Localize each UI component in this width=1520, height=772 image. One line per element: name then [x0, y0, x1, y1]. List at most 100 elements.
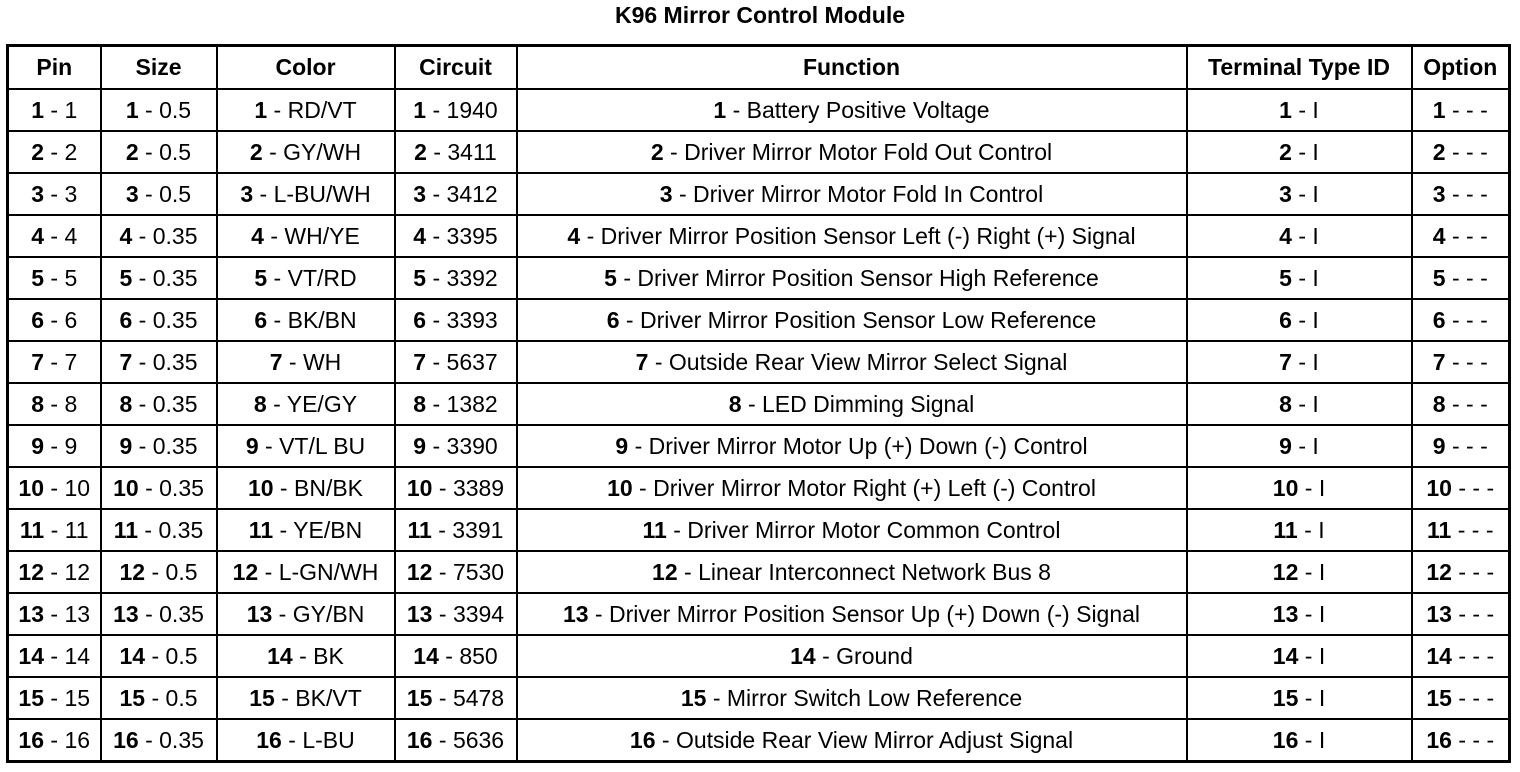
circuit-cell-value: 3390: [446, 432, 498, 459]
cavity-number: 9: [31, 432, 45, 459]
function-cell-value: LED Dimming Signal: [762, 390, 975, 417]
terminal-type-cell-value: I: [1312, 222, 1319, 249]
function-cell-value: Linear Interconnect Network Bus 8: [698, 558, 1051, 585]
cavity-number: 14: [413, 642, 439, 669]
terminal-type-cell-value: I: [1318, 684, 1326, 711]
function-cell: 3 - Driver Mirror Motor Fold In Control: [515, 172, 1188, 216]
pin-cell-value: 11: [64, 516, 89, 543]
size-cell: 16 - 0.35: [99, 718, 218, 763]
option-cell: 8 - - -: [1410, 382, 1511, 426]
pin-cell: 5 - 5: [6, 256, 102, 300]
size-cell: 3 - 0.5: [99, 172, 218, 216]
cavity-number: 13: [562, 600, 589, 627]
pin-cell: 7 - 7: [6, 340, 102, 384]
cavity-number: 7: [413, 348, 427, 375]
color-cell-value: VT/RD: [287, 264, 357, 291]
pin-cell: 13 - 13: [6, 592, 102, 636]
size-cell-value: 0.5: [159, 180, 192, 207]
option-cell: 16 - - -: [1410, 718, 1511, 763]
circuit-cell-value: 5637: [446, 348, 498, 375]
pin-cell: 14 - 14: [6, 634, 102, 678]
cavity-number: 5: [119, 264, 133, 291]
size-cell: 9 - 0.35: [99, 424, 218, 468]
function-cell-value: Driver Mirror Position Sensor Left (-) R…: [600, 222, 1136, 249]
color-cell: 9 - VT/L BU: [215, 424, 396, 468]
circuit-cell-value: 3392: [446, 264, 498, 291]
circuit-cell-value: 1382: [446, 390, 498, 417]
option-cell: 10 - - -: [1410, 466, 1511, 510]
cavity-number: 15: [680, 684, 707, 711]
cavity-number: 15: [1426, 684, 1452, 711]
cavity-number: 7: [119, 348, 133, 375]
pin-cell-value: 9: [64, 432, 78, 459]
function-cell: 2 - Driver Mirror Motor Fold Out Control: [515, 130, 1188, 174]
option-cell: 3 - - -: [1410, 172, 1511, 216]
cavity-number: 2: [249, 138, 263, 165]
cavity-number: 14: [267, 642, 293, 669]
color-cell-value: BN/BK: [294, 474, 364, 501]
color-cell-value: BK/BN: [287, 306, 357, 333]
function-cell-value: Driver Mirror Motor Fold Out Control: [684, 138, 1053, 165]
circuit-cell: 13 - 3394: [393, 592, 518, 636]
option-cell-value: - -: [1466, 180, 1488, 207]
function-cell: 5 - Driver Mirror Position Sensor High R…: [515, 256, 1188, 300]
cavity-number: 4: [567, 222, 581, 249]
terminal-type-cell-value: I: [1312, 306, 1319, 333]
cavity-number: 16: [629, 726, 656, 753]
size-cell: 1 - 0.5: [99, 88, 218, 132]
color-cell: 13 - GY/BN: [215, 592, 396, 636]
cavity-number: 6: [1432, 306, 1446, 333]
terminal-type-cell-value: I: [1312, 180, 1319, 207]
cavity-number: 12: [406, 558, 433, 585]
cavity-number: 13: [406, 600, 433, 627]
terminal-type-cell-value: I: [1312, 96, 1319, 123]
cavity-number: 4: [1432, 222, 1446, 249]
terminal-type-cell-value: I: [1318, 726, 1326, 753]
cavity-number: 2: [31, 138, 45, 165]
cavity-number: 7: [1279, 348, 1292, 375]
terminal-type-cell: 12 - I: [1185, 550, 1413, 594]
option-cell-value: - -: [1472, 684, 1495, 711]
cavity-number: 14: [18, 642, 45, 669]
pin-cell-value: 10: [64, 474, 91, 501]
circuit-cell-value: 1940: [446, 96, 498, 123]
size-cell-value: 0.35: [158, 516, 204, 543]
terminal-type-cell: 10 - I: [1185, 466, 1413, 510]
function-cell: 11 - Driver Mirror Motor Common Control: [515, 508, 1188, 552]
option-cell-value: - -: [1472, 474, 1495, 501]
circuit-cell: 1 - 1940: [393, 88, 518, 132]
color-cell-value: YE/GY: [286, 390, 358, 417]
circuit-cell: 12 - 7530: [393, 550, 518, 594]
cavity-number: 8: [119, 390, 133, 417]
cavity-number: 12: [232, 558, 259, 585]
size-cell-value: 0.35: [152, 264, 198, 291]
pin-cell: 2 - 2: [6, 130, 102, 174]
option-cell-value: - -: [1466, 390, 1488, 417]
size-cell-value: 0.5: [165, 642, 198, 669]
cavity-number: 1: [31, 96, 45, 123]
cavity-number: 15: [406, 684, 433, 711]
cavity-number: 3: [125, 180, 139, 207]
cavity-number: 11: [1427, 516, 1452, 543]
function-cell-value: Driver Mirror Position Sensor Low Refere…: [639, 306, 1097, 333]
function-cell: 14 - Ground: [515, 634, 1188, 678]
circuit-cell: 9 - 3390: [393, 424, 518, 468]
cavity-number: 3: [240, 180, 254, 207]
option-cell-value: - -: [1471, 516, 1494, 543]
pin-cell: 16 - 16: [6, 718, 102, 763]
color-cell: 14 - BK: [215, 634, 396, 678]
terminal-type-cell-value: I: [1312, 138, 1319, 165]
cavity-number: 2: [1279, 138, 1292, 165]
pin-cell-value: 5: [64, 264, 78, 291]
cavity-number: 7: [1432, 348, 1446, 375]
pin-cell-value: 16: [64, 726, 91, 753]
pin-cell: 8 - 8: [6, 382, 102, 426]
size-cell-value: 0.5: [165, 684, 198, 711]
cavity-number: 10: [113, 474, 139, 501]
cavity-number: 13: [113, 600, 139, 627]
size-cell-value: 0.35: [152, 390, 198, 417]
